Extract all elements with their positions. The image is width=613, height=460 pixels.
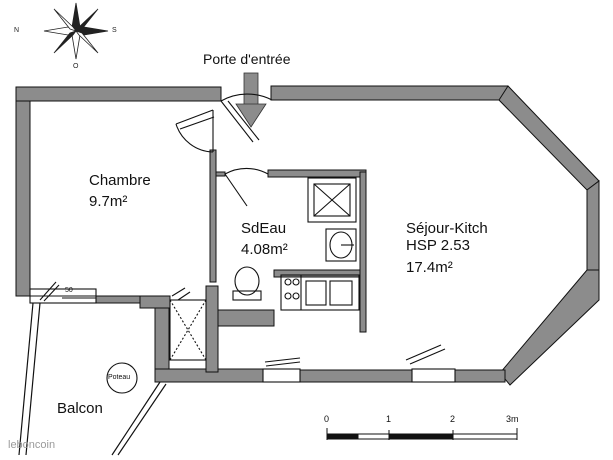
- chambre-name: Chambre: [89, 172, 151, 189]
- sdeau-door: [224, 167, 269, 207]
- sdeau-name: SdEau: [241, 220, 287, 237]
- chambre-window: [29, 281, 97, 304]
- shower-icon: [307, 177, 357, 223]
- entrance-label: Porte d'entrée: [203, 51, 291, 67]
- compass-south-label: S: [112, 27, 117, 34]
- scale-tick-0: 0: [324, 414, 330, 424]
- entrance-door: [220, 93, 273, 143]
- scale-bar: [326, 428, 518, 440]
- compass-north-label: N: [14, 27, 20, 34]
- sejour-height: HSP 2.53: [406, 237, 470, 254]
- entrance-arrow-icon: [235, 72, 267, 128]
- poteau-label: Poteau: [108, 374, 131, 381]
- washbasin-icon: [325, 228, 357, 262]
- poteau-icon: [106, 362, 138, 394]
- kitchenette-icon: [280, 274, 360, 311]
- scale-tick-3: 3m: [506, 414, 519, 424]
- sejour-window-right: [405, 344, 456, 383]
- sejour-name: Séjour-Kitch: [406, 220, 488, 237]
- sejour-area: 17.4m²: [406, 259, 453, 276]
- balcon-outline: [18, 302, 167, 456]
- toilet-icon: [232, 266, 262, 301]
- compass-west-label: O: [73, 63, 79, 70]
- chambre-window-label: 50: [65, 287, 73, 294]
- balcony-door: [169, 287, 207, 361]
- compass-rose-icon: [43, 2, 109, 60]
- scale-tick-1: 1: [386, 414, 392, 424]
- balcon-name: Balcon: [57, 400, 103, 417]
- sejour-window-left: [262, 357, 301, 383]
- walls: [15, 85, 600, 386]
- sdeau-area: 4.08m²: [241, 241, 288, 258]
- watermark: leboncoin: [8, 439, 56, 451]
- chambre-area: 9.7m²: [89, 193, 128, 210]
- chambre-door: [175, 109, 215, 153]
- scale-tick-2: 2: [450, 414, 456, 424]
